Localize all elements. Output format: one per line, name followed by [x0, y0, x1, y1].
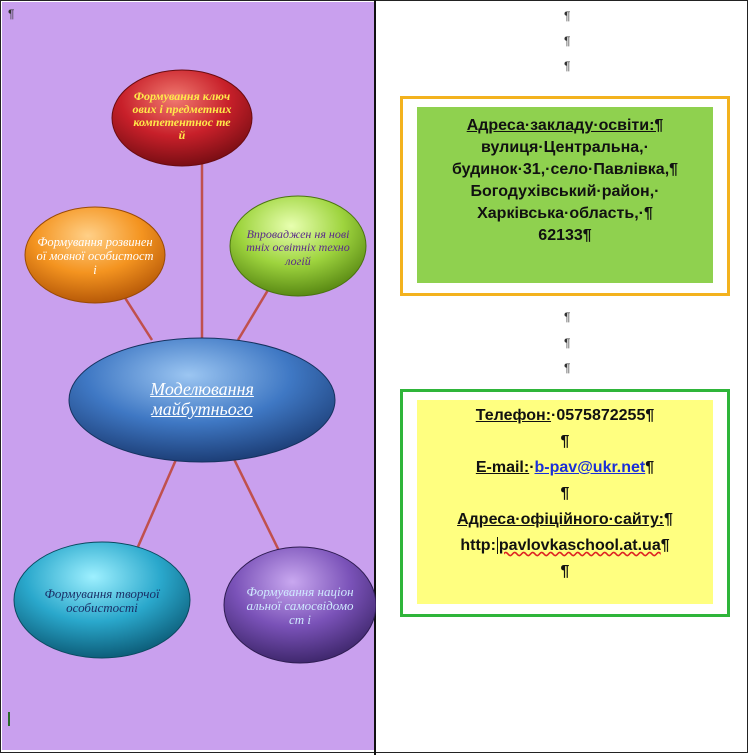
contacts-panel: Телефон:·0575872255¶ ¶ E-mail:·b-pav@ukr…: [417, 400, 713, 604]
site-label-line: Адреса·офіційного·сайту:¶: [417, 507, 713, 533]
email-label: E-mail:: [475, 459, 530, 476]
paragraph-mark: ¶: [564, 336, 571, 350]
bubble-left-upper-label: Формування розвиненої мовної особистості: [36, 235, 154, 277]
address-line: 62133¶: [538, 227, 592, 244]
address-frame: Адреса·закладу·освіти:¶ вулиця·Центральн…: [400, 96, 730, 296]
mind-map-diagram: [13, 69, 376, 664]
bubble-center-label: Моделювання майбутнього: [150, 379, 254, 419]
bubble-top: [111, 69, 253, 167]
column-divider: [374, 0, 376, 755]
site-line: http:pavlovkaschool.at.ua¶: [417, 533, 713, 559]
paragraph-mark: ¶: [564, 361, 571, 375]
paragraph-mark: ¶: [564, 310, 571, 324]
paragraph-mark: ¶: [8, 7, 15, 21]
paragraph-mark: ¶: [564, 34, 571, 48]
paragraph-mark: ¶: [564, 59, 571, 73]
email-line: E-mail:·b-pav@ukr.net¶: [417, 455, 713, 481]
email-separator: ·: [529, 459, 535, 476]
email-link[interactable]: b-pav@ukr.net: [534, 459, 646, 476]
address-line: Харківська·область,·¶: [477, 205, 653, 222]
phone-label: Телефон:: [475, 407, 552, 424]
paragraph-mark: ¶: [564, 9, 571, 23]
phone-value: ·0575872255¶: [551, 407, 655, 424]
bubble-left-lower: [13, 541, 191, 659]
bubble-top-label: Формування ключових і предметних компете…: [132, 88, 232, 143]
text-cursor: [8, 712, 10, 726]
paragraph-mark: ¶: [660, 537, 670, 554]
paragraph-mark: ¶: [645, 459, 655, 476]
contacts-frame: Телефон:·0575872255¶ ¶ E-mail:·b-pav@ukr…: [400, 389, 730, 617]
address-line: вулиця·Центральна,·: [481, 139, 649, 156]
paragraph-mark: ¶: [664, 511, 673, 528]
address-line: Богодухівський·район,·: [470, 183, 660, 200]
address-panel: Адреса·закладу·освіти:¶ вулиця·Центральн…: [417, 107, 713, 283]
bubble-left-upper: [24, 206, 166, 304]
site-prefix: http:: [460, 537, 496, 554]
bubble-center: [68, 337, 336, 463]
bubble-right-lower-label: Формування національної самосвідомост і: [246, 583, 354, 628]
bubble-right-upper: [229, 195, 367, 297]
address-line: будинок·31,·село·Павлівка,¶: [451, 161, 679, 178]
paragraph-mark: ¶: [560, 563, 570, 580]
bubble-left-lower-label: Формування творчої особистості: [44, 585, 160, 615]
paragraph-mark: ¶: [560, 433, 570, 450]
phone-line: Телефон:·0575872255¶: [417, 403, 713, 429]
site-label: Адреса·офіційного·сайту:: [457, 511, 664, 528]
bubble-right-lower: [223, 546, 376, 664]
paragraph-mark: ¶: [560, 485, 570, 502]
bubble-right-upper-label: Впроваджен ня новітніх освітніх технолог…: [246, 227, 350, 268]
site-url[interactable]: pavlovkaschool.at.ua: [498, 537, 661, 554]
address-title: Адреса·закладу·освіти:¶: [466, 117, 664, 134]
